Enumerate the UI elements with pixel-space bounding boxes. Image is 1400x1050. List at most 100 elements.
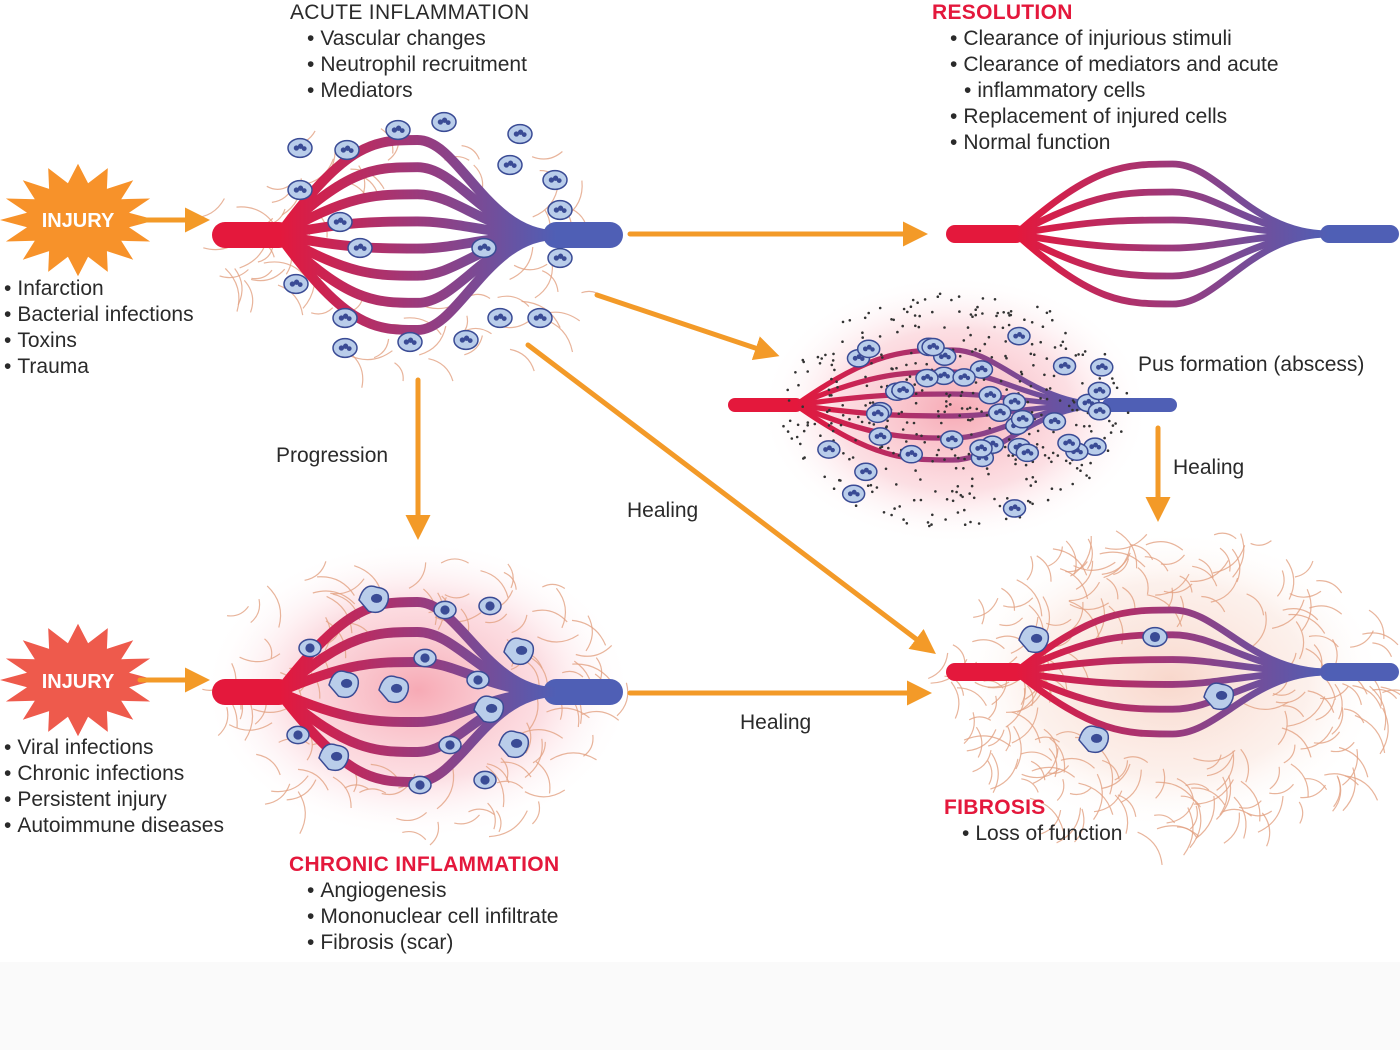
pus-dot xyxy=(943,458,946,461)
pus-dot xyxy=(871,490,874,494)
fibre-strand xyxy=(226,605,249,617)
fibre-strand xyxy=(468,808,495,815)
pus-dot xyxy=(1052,374,1056,378)
pus-dot xyxy=(906,310,909,314)
pus-dot xyxy=(1077,353,1080,356)
fibrosis-title: FIBROSIS xyxy=(944,796,1046,819)
pus-dot xyxy=(902,518,905,521)
pus-dot xyxy=(1029,384,1033,388)
fibre-strand xyxy=(1114,760,1129,781)
pus-dot xyxy=(1004,354,1007,358)
pus-dot xyxy=(914,392,918,396)
cell-nucleus xyxy=(403,339,410,345)
cell-nucleus xyxy=(391,127,398,133)
fibre-strand xyxy=(1059,568,1089,600)
macrophage xyxy=(473,695,505,724)
capillary-branch xyxy=(273,597,562,697)
injury-chronic-label: INJURY xyxy=(42,671,115,693)
cell-nucleus xyxy=(931,342,937,348)
chronic-injury-causes: Viral infections Chronic infections Pers… xyxy=(4,735,224,839)
cell-nucleus xyxy=(459,337,466,343)
pus-dot xyxy=(931,460,934,463)
cell-nucleus xyxy=(501,316,507,321)
cell-nucleus xyxy=(293,145,300,151)
fibre-strand xyxy=(1013,725,1022,770)
pus-dot xyxy=(969,313,973,316)
pus-dot xyxy=(1020,372,1024,376)
pus-dot xyxy=(1048,310,1052,313)
pus-dot xyxy=(890,513,893,517)
pus-dot xyxy=(1039,340,1042,344)
fibre-strand xyxy=(1216,750,1235,791)
resolution-title: RESOLUTION xyxy=(932,1,1073,24)
pus-dot xyxy=(966,418,970,422)
pus-dot xyxy=(1080,463,1084,467)
pus-dot xyxy=(1043,373,1046,377)
fibre-strand xyxy=(1189,802,1202,849)
cell-nucleus xyxy=(897,387,903,393)
pus-dot xyxy=(1023,318,1026,322)
pus-dot xyxy=(980,410,983,413)
fibre-strand xyxy=(1330,741,1355,753)
fibre-strand xyxy=(1261,812,1271,847)
pus-dot xyxy=(1026,400,1030,404)
fibre-strand xyxy=(496,780,524,789)
cell-nucleus xyxy=(1017,332,1022,337)
fibre-strand xyxy=(1036,555,1052,582)
pus-dot xyxy=(966,326,970,329)
fibre-strand xyxy=(1016,579,1043,617)
cell-nucleus xyxy=(440,605,450,615)
fibre-strand xyxy=(531,801,541,825)
pus-dot xyxy=(801,405,804,409)
neutrophil xyxy=(988,403,1012,423)
cell-nucleus xyxy=(1149,631,1161,643)
pus-dot xyxy=(918,314,921,318)
cell-nucleus xyxy=(516,645,528,655)
healing-label-chronic: Healing xyxy=(740,711,812,734)
cell-nucleus xyxy=(341,678,353,688)
cell-nucleus xyxy=(1020,334,1026,339)
fibre-strand xyxy=(1275,691,1306,704)
macrophage xyxy=(498,730,530,759)
fibre-strand xyxy=(219,269,249,279)
pus-dot xyxy=(981,312,984,315)
cell-nucleus xyxy=(1097,386,1103,392)
fibre-strand xyxy=(1287,696,1326,727)
cell-nucleus xyxy=(503,162,510,168)
fibre-strand xyxy=(359,788,387,794)
cell-nucleus xyxy=(1016,506,1021,512)
pus-dot xyxy=(890,367,893,370)
cell-nucleus xyxy=(1101,409,1106,414)
cell-nucleus xyxy=(945,374,950,379)
pus-dot xyxy=(993,325,996,329)
fibre-strand xyxy=(1068,600,1100,638)
fibre-strand xyxy=(454,814,480,825)
pus-dot xyxy=(1059,488,1062,491)
neutrophil xyxy=(817,440,841,459)
neutrophil xyxy=(527,307,553,329)
fibre-strand xyxy=(1289,590,1322,598)
fibre-strand xyxy=(264,638,273,659)
neutrophil xyxy=(921,337,945,357)
pus-dot xyxy=(1103,352,1107,356)
cell-nucleus xyxy=(407,337,414,343)
cell-nucleus xyxy=(938,354,944,360)
pus-dot xyxy=(910,351,913,355)
pus-dot xyxy=(813,422,817,426)
cell-nucleus xyxy=(331,751,343,761)
cell-nucleus xyxy=(467,338,473,343)
cell-nucleus xyxy=(441,117,448,123)
cell-nucleus xyxy=(1028,451,1034,456)
cell-nucleus xyxy=(874,434,880,439)
fibre-strand xyxy=(1102,759,1120,780)
pus-dot xyxy=(868,401,872,405)
fibre-strand xyxy=(1145,541,1184,551)
pus-dot xyxy=(950,298,953,302)
cell-nucleus xyxy=(1096,445,1102,450)
cell-nucleus xyxy=(346,346,352,351)
pus-dot xyxy=(1024,463,1028,467)
fibre-strand xyxy=(1043,728,1058,758)
fibre-strand xyxy=(990,752,999,793)
fibre-strand xyxy=(1011,711,1041,744)
fibre-strand xyxy=(581,710,620,721)
